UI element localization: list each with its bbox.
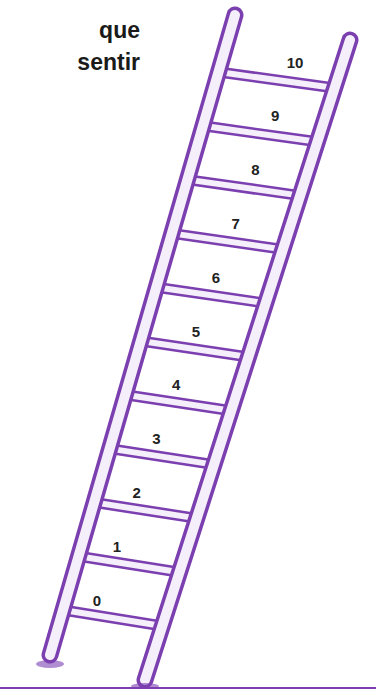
ladder-rung: [63, 610, 162, 626]
ladder-rung: [172, 233, 283, 249]
ladder-rung: [187, 180, 300, 196]
rung-number: 3: [152, 431, 160, 446]
ladder-rung: [141, 341, 249, 357]
rung-number: 4: [172, 377, 180, 392]
ladder-rung: [219, 72, 335, 88]
ladder-rung: [219, 72, 335, 88]
ladder-rung: [110, 449, 214, 465]
rung-number: 1: [113, 539, 121, 554]
rung-number: 6: [212, 270, 220, 285]
ladder-rung: [172, 233, 283, 249]
ladder-rung: [94, 502, 197, 518]
ladder-rung: [79, 556, 180, 572]
rung-number: 9: [271, 108, 279, 123]
rung-number: 8: [251, 162, 259, 177]
ladder-foot: [36, 660, 64, 668]
heading-fragment: que: [99, 19, 140, 42]
ladder-rung: [63, 610, 162, 626]
ladder-rail: [145, 40, 350, 680]
heading-fragment: sentir: [77, 51, 140, 74]
rung-number: 10: [287, 55, 304, 70]
ladder-rung: [79, 556, 180, 572]
ladder-rail: [50, 15, 235, 655]
ladder-rung: [125, 395, 231, 411]
ladder-rung: [156, 287, 265, 303]
rung-number: 0: [93, 593, 101, 608]
rung-number: 2: [132, 485, 140, 500]
rung-number: 7: [231, 216, 239, 231]
ladder-rails: [36, 15, 350, 689]
ladder-rung: [94, 502, 197, 518]
ladder-rung: [203, 126, 317, 142]
ladder-rail: [145, 40, 350, 680]
ladder-rung: [187, 180, 300, 196]
ladder-rung: [203, 126, 317, 142]
ladder-rail: [50, 15, 235, 655]
ladder-rung: [110, 449, 214, 465]
ladder-rung: [141, 341, 249, 357]
ladder-rung: [125, 395, 231, 411]
floor-line: [0, 687, 376, 689]
ladder-rung: [156, 287, 265, 303]
rung-number: 5: [192, 324, 200, 339]
